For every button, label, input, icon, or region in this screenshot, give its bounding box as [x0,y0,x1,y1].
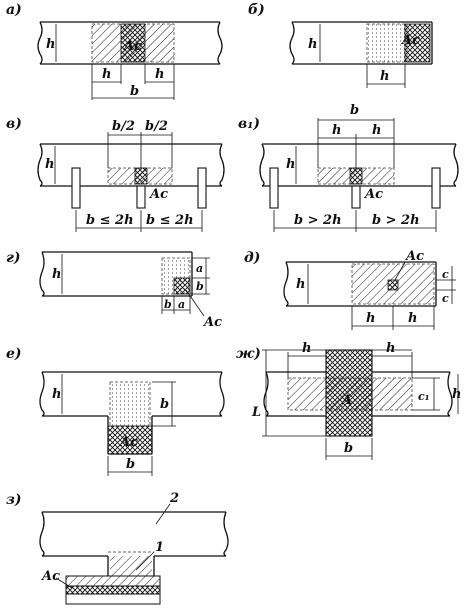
h-dim-v1: h [286,157,295,172]
label-v: в) [6,116,22,132]
contact-area [120,23,146,63]
a-dim-g2: a [178,298,185,311]
half-b-left: b/2 [112,119,135,134]
half-b-right: b/2 [145,119,168,134]
ac-label-e: Ac [118,435,138,450]
b-dim: b [130,84,139,99]
h-dim-v1-l: h [332,123,341,138]
subfigure-v1: в₁) Ac h b h h b > 2h b > 2h [238,103,459,232]
b-dim-g: b [196,280,204,293]
ac-label-b: Ac [400,33,420,48]
h-dim-d-l: h [366,311,375,326]
subfigure-b: б) Ac h h [248,2,433,88]
b-gt-2h-right: b > 2h [372,213,420,228]
c1-dim-zh: c₁ [418,390,430,403]
subfigure-e: е) Ac h b b [6,346,225,476]
ac-label-v1: Ac [363,187,383,202]
h-dim-d: h [296,277,305,292]
h-dim-zh-right: h [452,387,461,402]
b-dim-e: b [126,457,135,472]
c-dim-d1: c [442,268,449,281]
label-a: а) [6,2,22,18]
h-dim-v1-r: h [372,123,381,138]
h-dim-b: h [308,37,317,52]
subfigure-g: г) h a b b a Ac [6,250,222,330]
h-dim-b2: h [380,69,389,84]
b-le-2h-left: b ≤ 2h [86,213,134,228]
label-v1: в₁) [238,116,260,132]
label-d: д) [244,250,260,266]
a-dim-g: a [196,262,203,275]
ac-label-z: Ac [40,569,60,584]
h-dim-right: h [155,67,164,82]
subfigure-a: а) Ac h h h b [6,2,223,100]
label-g: г) [6,250,21,266]
ac-label-g: Ac [202,315,222,330]
b-gt-2h-left: b > 2h [294,213,342,228]
ac-label: Ac [122,39,142,54]
b-dim-g2: b [164,298,172,311]
b-le-2h-right: b ≤ 2h [146,213,194,228]
ac-label-d: Ac [404,249,424,264]
h-dim-v: h [45,157,54,172]
subfigure-z: з) 2 1 Ac [6,491,229,605]
c-dim-d2: c [442,292,449,305]
label-z: з) [6,492,22,508]
ac-label-v: Ac [148,187,168,202]
label-2: 2 [169,491,179,506]
a-label-zh: A [340,393,352,408]
h-dim-d-r: h [408,311,417,326]
l-dim-zh: L [251,405,261,420]
h-dim-zh-l: h [302,341,311,356]
h-dim-g: h [52,267,61,282]
label-zh: ж) [236,346,261,362]
h-dim-e: h [52,387,61,402]
label-e: е) [6,346,22,362]
b-dim-zh: b [344,441,353,456]
subfigure-v: в) Ac h b/2 b/2 b ≤ 2h b ≤ 2h [6,116,225,232]
h-dim-left: h [102,67,111,82]
b-dim-v1: b [350,103,359,118]
label-b: б) [248,2,265,18]
subfigure-d: д) h Ac c c h h [244,249,456,330]
subfigure-zh: ж) A h h L c₁ h b [236,341,461,460]
h-dim-zh-r: h [386,341,395,356]
h-dim: h [46,37,55,52]
b-dim-e-vert: b [160,397,169,412]
label-1: 1 [155,540,164,555]
